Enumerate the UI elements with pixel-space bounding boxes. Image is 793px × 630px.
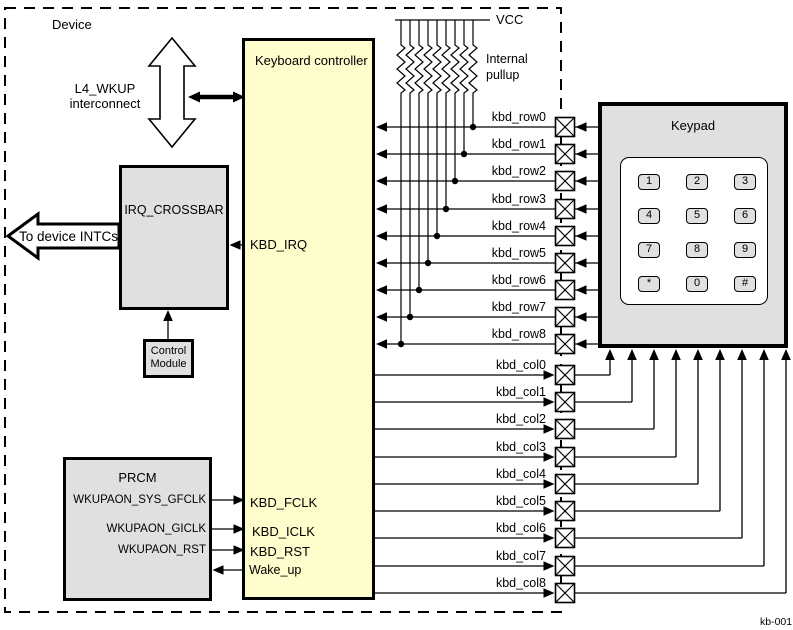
junction-dot: [442, 205, 450, 213]
internal-pullup-line2: pullup: [486, 68, 520, 82]
pullup-resistor: [396, 20, 406, 344]
keypad-block: Keypad 1 2 3 4 5 6 7 8 9 * 0 #: [598, 102, 788, 348]
io-pad: [554, 116, 576, 138]
col-signal-label: kbd_col0: [495, 358, 546, 372]
keyboard-controller-title: Keyboard controller: [255, 53, 368, 68]
to-device-intcs-label: To device INTCs: [19, 229, 119, 244]
l4-interconnect-arrow: [147, 36, 197, 149]
port-kbd-irq: KBD_IRQ: [250, 237, 308, 252]
col-signal-label: kbd_col5: [495, 494, 546, 508]
keypad-title: Keypad: [670, 118, 716, 133]
io-pad: [554, 252, 576, 274]
port-wake-up: Wake_up: [249, 563, 302, 577]
prcm-title: PRCM: [118, 470, 157, 485]
internal-pullup-label: Internal pullup: [486, 51, 528, 83]
keypad-keys-grid: 1 2 3 4 5 6 7 8 9 * 0 #: [621, 158, 767, 304]
pullup-resistor: [450, 20, 460, 181]
control-module-title: Control Module: [146, 345, 191, 371]
col-signal-label: kbd_col7: [495, 549, 546, 563]
pullup-resistor: [459, 20, 469, 154]
control-module-line1: Control: [150, 345, 187, 357]
row-signal-label: kbd_row8: [491, 327, 546, 341]
l4-wkup-line1: L4_WKUP: [74, 81, 136, 96]
io-pad: [554, 391, 576, 413]
keypad-panel: 1 2 3 4 5 6 7 8 9 * 0 #: [620, 157, 768, 305]
io-pad: [554, 446, 576, 468]
pullup-resistor: [432, 20, 442, 236]
junction-dot: [406, 313, 414, 321]
io-pad: [554, 582, 576, 604]
junction-dot: [433, 232, 441, 240]
prcm-signal-rst: WKUPAON_RST: [118, 544, 206, 556]
row-signal-label: kbd_row0: [491, 110, 546, 124]
key-8: 8: [686, 242, 708, 258]
key-7: 7: [638, 242, 660, 258]
junction-dot: [460, 150, 468, 158]
irq-crossbar-block: IRQ_CROSSBAR: [119, 165, 229, 310]
row-signal-label: kbd_row3: [491, 192, 546, 206]
key-3: 3: [734, 174, 756, 190]
key-4: 4: [638, 208, 660, 224]
key-6: 6: [734, 208, 756, 224]
col-signal-label: kbd_col1: [495, 385, 546, 399]
io-pad: [554, 333, 576, 355]
pullup-resistor: [423, 20, 433, 263]
row-signal-label: kbd_row4: [491, 219, 546, 233]
key-0: 0: [686, 276, 708, 292]
row-signal-label: kbd_row7: [491, 300, 546, 314]
pullup-resistor: [414, 20, 424, 290]
internal-pullup-line1: Internal: [486, 52, 528, 66]
io-pad: [554, 170, 576, 192]
key-5: 5: [686, 208, 708, 224]
key-hash: #: [734, 276, 756, 292]
irq-crossbar-title: IRQ_CROSSBAR: [124, 203, 224, 217]
io-pad: [554, 225, 576, 247]
io-pad: [554, 198, 576, 220]
junction-dot: [397, 340, 405, 348]
col-signal-label: kbd_col4: [495, 467, 546, 481]
pullup-resistor: [405, 20, 415, 317]
key-9: 9: [734, 242, 756, 258]
row-signal-label: kbd_row5: [491, 246, 546, 260]
io-pad: [554, 306, 576, 328]
junction-dot: [424, 259, 432, 267]
device-label: Device: [52, 17, 92, 32]
vcc-label: VCC: [496, 12, 524, 27]
keyboard-controller-block: Keyboard controller KBD_IRQ KBD_FCLK KBD…: [242, 38, 375, 600]
prcm-signal-sys-gfclk: WKUPAON_SYS_GFCLK: [73, 494, 206, 506]
row-signal-label: kbd_row6: [491, 273, 546, 287]
l4-wkup-line2: interconnect: [69, 96, 141, 111]
io-pad: [554, 555, 576, 577]
junction-dot: [451, 177, 459, 185]
row-signal-label: kbd_row2: [491, 164, 546, 178]
junction-dot: [469, 123, 477, 131]
junction-dot: [415, 286, 423, 294]
col-signal-label: kbd_col8: [495, 576, 546, 590]
io-pad: [554, 527, 576, 549]
key-2: 2: [686, 174, 708, 190]
col-signal-label: kbd_col2: [495, 412, 546, 426]
prcm-block: PRCM WKUPAON_SYS_GFCLK WKUPAON_GICLK WKU…: [63, 457, 212, 601]
io-pad: [554, 500, 576, 522]
key-1: 1: [638, 174, 660, 190]
port-kbd-iclk: KBD_ICLK: [252, 524, 315, 539]
figure-id-label: kb-001: [760, 616, 793, 628]
io-pad: [554, 418, 576, 440]
port-kbd-fclk: KBD_FCLK: [250, 495, 318, 510]
l4-wkup-interconnect-label: L4_WKUP interconnect: [56, 81, 154, 111]
control-module-line2: Module: [150, 358, 187, 370]
prcm-signal-giclk: WKUPAON_GICLK: [106, 523, 206, 535]
io-pad: [554, 473, 576, 495]
io-pad: [554, 279, 576, 301]
col-signal-label: kbd_col3: [495, 440, 546, 454]
key-star: *: [638, 276, 660, 292]
control-module-block: Control Module: [143, 339, 194, 378]
port-kbd-rst: KBD_RST: [250, 544, 310, 559]
io-pad: [554, 364, 576, 386]
io-pad: [554, 143, 576, 165]
col-signal-label: kbd_col6: [495, 521, 546, 535]
row-signal-label: kbd_row1: [491, 137, 546, 151]
